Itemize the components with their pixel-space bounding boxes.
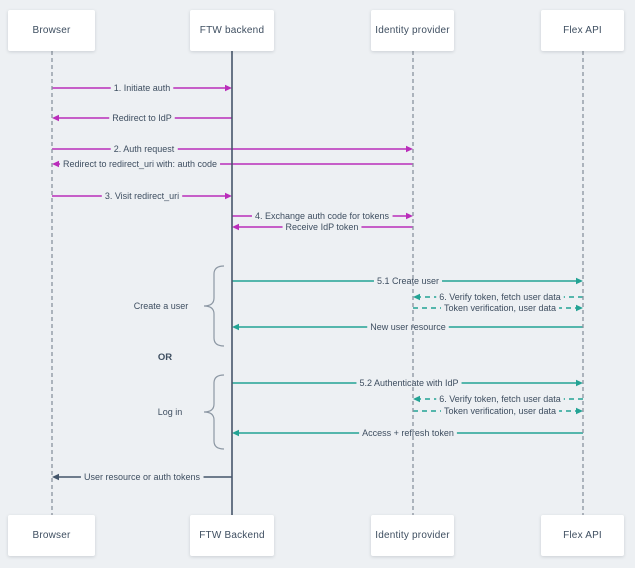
actor-label: Identity provider <box>375 530 450 541</box>
label-background-layer <box>59 82 564 483</box>
message-label-background <box>110 82 174 94</box>
message-arrowhead <box>52 114 59 122</box>
message-label-background <box>436 291 564 303</box>
group-label: Create a user <box>134 301 189 311</box>
message-label: Redirect to redirect_uri with: auth code <box>63 159 217 169</box>
message-label-background <box>80 471 204 483</box>
message-arrowhead <box>413 395 420 403</box>
message-arrowhead <box>406 145 413 153</box>
message-label: 5.2 Authenticate with IdP <box>359 378 458 388</box>
actor-label: FTW Backend <box>199 530 265 541</box>
message-label: 1. Initiate auth <box>114 83 171 93</box>
actor-box-ftw-backend-top: FTW backend <box>190 10 274 51</box>
actor-label: Flex API <box>563 530 602 541</box>
message-label-background <box>110 143 178 155</box>
message-label-background <box>373 275 443 287</box>
message-label: Token verification, user data <box>444 406 556 416</box>
message-label: Receive IdP token <box>286 222 359 232</box>
message-label-background <box>109 112 175 124</box>
message-arrowhead <box>406 212 413 220</box>
lifelines-layer <box>51 51 584 515</box>
message-arrowhead <box>232 223 239 231</box>
message-label-background <box>251 210 393 222</box>
actor-label: FTW backend <box>199 25 265 36</box>
message-label-background <box>356 377 462 389</box>
message-label: 4. Exchange auth code for tokens <box>255 211 390 221</box>
message-arrowhead <box>52 473 59 481</box>
message-arrowhead <box>576 379 583 387</box>
message-label: Access + refresh token <box>362 428 454 438</box>
actor-label: Identity provider <box>375 25 450 36</box>
message-arrowhead <box>576 407 583 415</box>
group-brace <box>203 265 225 347</box>
message-arrowhead <box>576 304 583 312</box>
message-label: New user resource <box>370 322 446 332</box>
message-arrowhead <box>576 277 583 285</box>
actor-box-identity-provider-bottom: Identity provider <box>371 515 454 556</box>
message-label: 6. Verify token, fetch user data <box>439 292 561 302</box>
message-label: Token verification, user data <box>444 303 556 313</box>
message-label: User resource or auth tokens <box>84 472 201 482</box>
message-arrowhead <box>232 323 239 331</box>
actor-label: Browser <box>32 530 71 541</box>
actor-box-ftw-backend-bottom: FTW Backend <box>190 515 274 556</box>
actor-box-identity-provider-top: Identity provider <box>371 10 454 51</box>
message-label-background <box>440 405 560 417</box>
actor-box-browser-bottom: Browser <box>8 515 95 556</box>
message-label: 6. Verify token, fetch user data <box>439 394 561 404</box>
message-arrowhead <box>232 429 239 437</box>
group-brace <box>203 374 225 450</box>
message-label-background <box>359 427 457 439</box>
message-arrowhead <box>52 160 59 168</box>
or-separator-label: OR <box>158 352 172 363</box>
message-arrowhead <box>413 293 420 301</box>
message-arrowhead <box>225 84 232 92</box>
actor-label: Browser <box>32 25 71 36</box>
message-label-background <box>367 321 449 333</box>
message-label-background <box>59 158 221 170</box>
message-arrowhead <box>225 192 232 200</box>
group-label: Log in <box>158 407 183 417</box>
actor-box-flex-api-bottom: Flex API <box>541 515 624 556</box>
actor-box-browser-top: Browser <box>8 10 95 51</box>
message-label: Redirect to IdP <box>112 113 172 123</box>
message-label: 3. Visit redirect_uri <box>105 191 179 201</box>
message-label: 2. Auth request <box>114 144 175 154</box>
actor-label: Flex API <box>563 25 602 36</box>
message-label-background <box>282 221 362 233</box>
message-label-background <box>436 393 564 405</box>
message-label-background <box>440 302 560 314</box>
message-label-background <box>101 190 183 202</box>
actor-box-flex-api-top: Flex API <box>541 10 624 51</box>
message-label: 5.1 Create user <box>377 276 439 286</box>
